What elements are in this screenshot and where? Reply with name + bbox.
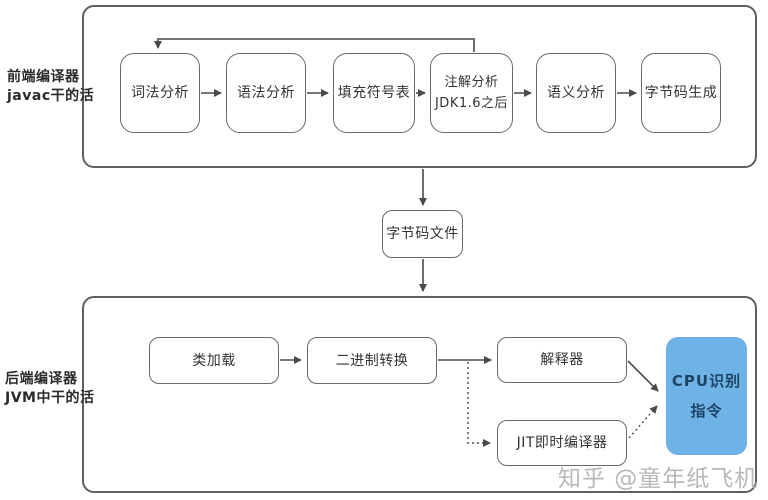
frontend-panel — [82, 5, 757, 168]
node-label: 类加载 — [192, 352, 236, 369]
node-annotation-analysis: 注解分析 JDK1.6之后 — [430, 53, 513, 133]
node-sublabel: 指令 — [690, 402, 723, 420]
watermark-text: 知乎 @童年纸飞机 — [558, 466, 759, 492]
node-bytecode-file: 字节码文件 — [382, 210, 463, 258]
node-cpu-instructions: CPU识别 指令 — [666, 337, 747, 455]
node-bytecode-generation: 字节码生成 — [641, 53, 721, 133]
node-label: 语法分析 — [237, 85, 295, 101]
backend-side-label-line1: 后端编译器 — [5, 371, 78, 387]
node-label: 解释器 — [540, 352, 584, 368]
frontend-side-label: 前端编译器 javac干的活 — [7, 68, 94, 106]
backend-side-label-line2: JVM中干的活 — [5, 390, 95, 406]
node-lexical-analysis: 词法分析 — [120, 53, 200, 133]
node-interpreter: 解释器 — [497, 337, 627, 383]
node-label: CPU识别 — [671, 372, 742, 390]
node-label: 字节码文件 — [386, 226, 459, 242]
frontend-side-label-line1: 前端编译器 — [7, 69, 80, 85]
node-syntax-analysis: 语法分析 — [226, 53, 306, 133]
node-jit-compiler: JIT即时编译器 — [497, 420, 627, 466]
node-binary-convert: 二进制转换 — [307, 337, 437, 384]
node-label: 字节码生成 — [644, 85, 718, 101]
node-label: 二进制转换 — [335, 352, 409, 369]
node-sublabel: JDK1.6之后 — [434, 96, 509, 111]
backend-panel — [82, 296, 757, 493]
node-label: 语义分析 — [547, 85, 605, 101]
frontend-side-label-line2: javac干的活 — [7, 88, 95, 104]
node-fill-symbol-table: 填充符号表 — [333, 53, 415, 133]
node-label: 词法分析 — [131, 85, 189, 101]
node-label: 填充符号表 — [337, 85, 411, 101]
node-label: 注解分析 — [444, 75, 499, 90]
node-class-load: 类加载 — [149, 337, 279, 384]
backend-side-label: 后端编译器 JVM中干的活 — [5, 370, 94, 408]
node-label: JIT即时编译器 — [516, 435, 608, 451]
node-semantic-analysis: 语义分析 — [536, 53, 616, 133]
